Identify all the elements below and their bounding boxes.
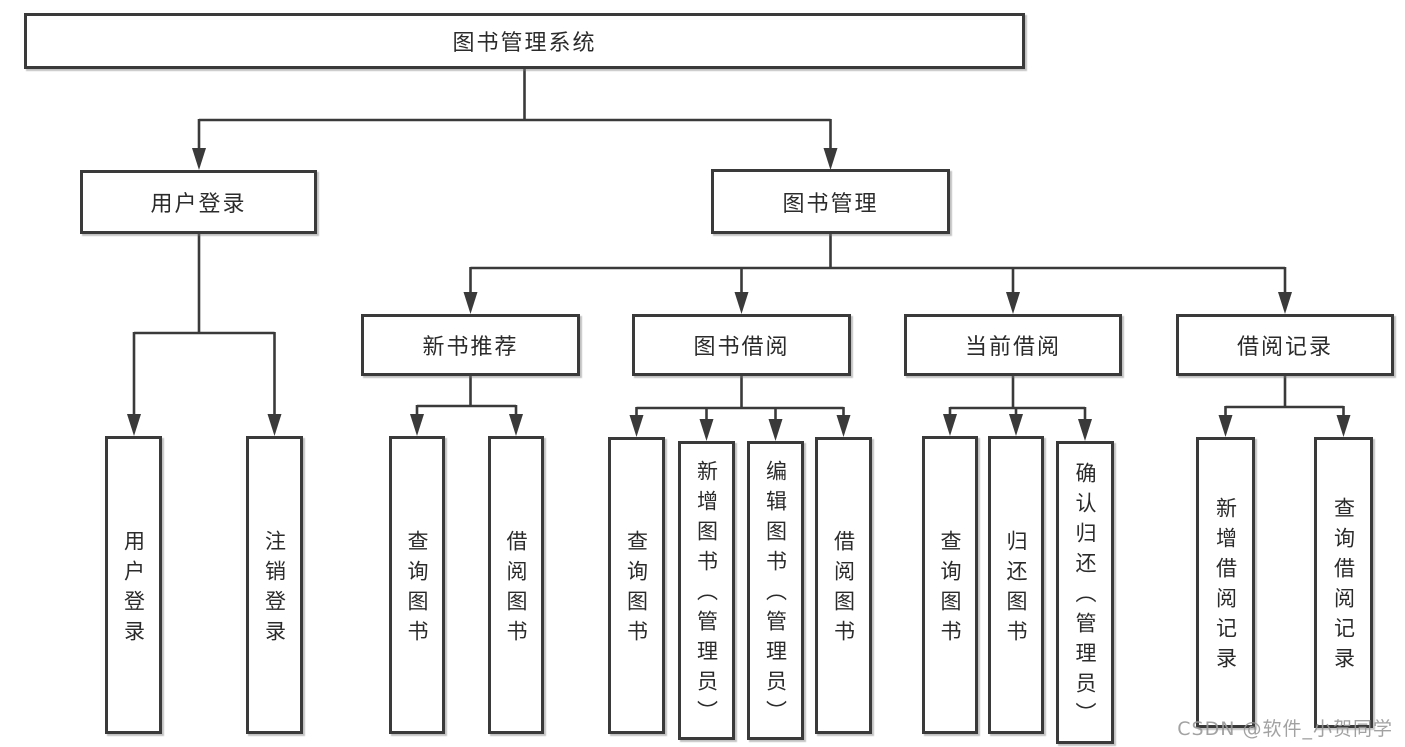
arrowhead — [1078, 419, 1092, 441]
node-leaf-query-books-1: 查询图书 — [389, 436, 445, 734]
arrowhead — [629, 415, 644, 437]
arrowhead — [836, 415, 851, 437]
node-leaf-return-books: 归还图书 — [988, 436, 1044, 734]
node-book-borrow: 图书借阅 — [632, 314, 851, 376]
arrowhead — [1006, 292, 1020, 314]
node-new-book-recommend: 新书推荐 — [361, 314, 580, 376]
arrowhead — [1278, 292, 1292, 314]
arrowhead — [410, 414, 424, 436]
node-borrow-records: 借阅记录 — [1176, 314, 1394, 376]
arrowhead — [267, 414, 282, 436]
node-current-borrow: 当前借阅 — [904, 314, 1122, 376]
arrowhead — [699, 419, 714, 441]
arrowhead — [823, 148, 838, 170]
node-leaf-borrow-books-1: 借阅图书 — [488, 436, 544, 734]
node-leaf-query-books-2: 查询图书 — [608, 437, 665, 734]
arrowhead — [192, 148, 206, 170]
node-leaf-edit-books-admin: 编辑图书（管理员） — [747, 441, 804, 740]
arrowhead — [734, 292, 749, 314]
arrowhead — [509, 414, 523, 436]
arrowhead — [1336, 415, 1351, 437]
node-leaf-user-login: 用户登录 — [105, 436, 162, 734]
arrowheads — [127, 148, 1351, 441]
arrowhead — [1009, 414, 1023, 436]
node-leaf-logout: 注销登录 — [246, 436, 303, 734]
node-root-system: 图书管理系统 — [24, 13, 1025, 69]
node-leaf-confirm-return-admin: 确认归还（管理员） — [1056, 441, 1114, 744]
arrowhead — [463, 292, 478, 314]
arrowhead — [127, 414, 141, 436]
arrowhead — [768, 419, 783, 441]
node-leaf-query-books-3: 查询图书 — [922, 436, 978, 734]
arrowhead — [943, 414, 957, 436]
node-leaf-borrow-books-2: 借阅图书 — [815, 437, 872, 734]
arrowhead — [1218, 415, 1233, 437]
node-book-management-module: 图书管理 — [711, 169, 950, 234]
csdn-watermark: CSDN @软件_小贺同学 — [1177, 718, 1393, 740]
node-leaf-add-borrow-record: 新增借阅记录 — [1196, 437, 1255, 728]
node-leaf-add-books-admin: 新增图书（管理员） — [678, 441, 735, 740]
node-leaf-query-borrow-record: 查询借阅记录 — [1314, 437, 1373, 728]
node-user-login-module: 用户登录 — [80, 170, 317, 234]
connector-segments — [132, 69, 1345, 421]
